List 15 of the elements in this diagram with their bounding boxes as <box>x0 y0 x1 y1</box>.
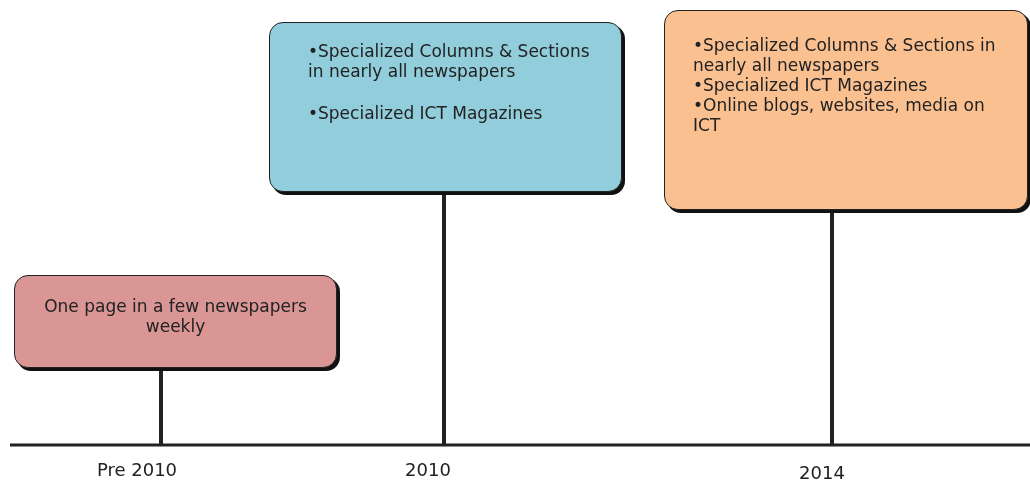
timeline-box <box>14 275 337 368</box>
timeline-box <box>664 10 1028 210</box>
year-label: 2010 <box>405 459 451 480</box>
bullet-text: •Online blogs, websites, media on ICT <box>693 95 986 135</box>
box-text: One page in a few newspapers weekly <box>43 296 308 336</box>
connector-line <box>442 193 446 444</box>
bullet-text: •Specialized ICT Magazines <box>308 103 544 123</box>
year-label: 2014 <box>799 462 845 483</box>
connector-line <box>159 369 163 444</box>
bullet-text: •Specialized ICT Magazines <box>693 75 929 95</box>
year-label: Pre 2010 <box>96 459 178 480</box>
connector-line <box>830 211 834 444</box>
timeline-box <box>269 22 622 192</box>
bullet-text: •Specialized Columns & Sections in nearly all newspapers <box>693 35 997 75</box>
bullet-text: •Specialized Columns & Sections in nearly all newspapers <box>308 41 591 81</box>
